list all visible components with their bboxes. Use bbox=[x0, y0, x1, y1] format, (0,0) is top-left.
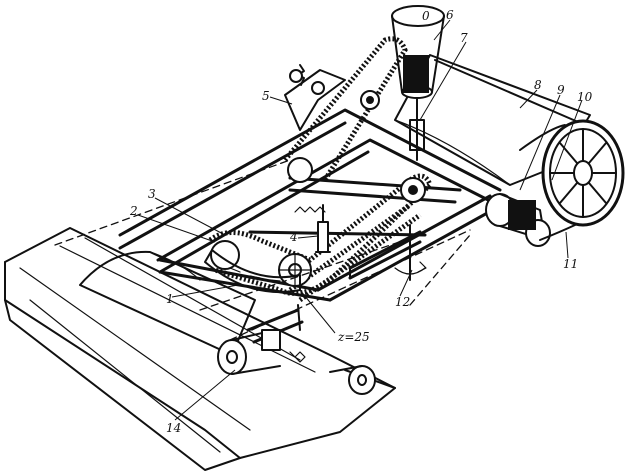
label-5: 5 bbox=[262, 89, 270, 103]
label-9: 9 bbox=[557, 83, 565, 97]
label-1: 1 bbox=[166, 292, 174, 306]
hidden-lines bbox=[54, 159, 471, 341]
label-2: 2 bbox=[129, 204, 138, 218]
label-3: 3 bbox=[148, 187, 156, 201]
label-8: 8 bbox=[534, 78, 542, 92]
seed-hopper bbox=[391, 5, 445, 161]
label-14: 14 bbox=[166, 421, 181, 435]
spring bbox=[294, 206, 326, 213]
label-12: 12 bbox=[395, 295, 410, 309]
top-sprocket bbox=[289, 69, 303, 83]
label-6: 6 bbox=[446, 8, 454, 22]
bar-section bbox=[348, 230, 422, 280]
bracket-sprocket bbox=[284, 64, 346, 131]
label-4: 4 bbox=[289, 230, 298, 244]
sector-plate bbox=[204, 249, 301, 294]
back-conveyor-belt bbox=[394, 54, 591, 186]
pulley-wheel bbox=[519, 119, 625, 241]
leader-lines bbox=[137, 19, 583, 421]
electric-motor bbox=[485, 193, 551, 247]
diagonal-chain bbox=[288, 202, 422, 303]
lever bbox=[315, 204, 331, 253]
label-11: 11 bbox=[563, 257, 578, 271]
upper-chain-drive bbox=[283, 36, 408, 183]
drive-roller bbox=[217, 329, 281, 375]
hopper-mark: 0 bbox=[422, 9, 430, 23]
label-sprocket-z: z=25 bbox=[337, 330, 370, 344]
label-10: 10 bbox=[577, 90, 593, 104]
label-7: 7 bbox=[460, 31, 468, 45]
rear-roller bbox=[329, 365, 376, 395]
roller-arm bbox=[246, 304, 306, 363]
front-conveyor-belt bbox=[4, 227, 396, 471]
